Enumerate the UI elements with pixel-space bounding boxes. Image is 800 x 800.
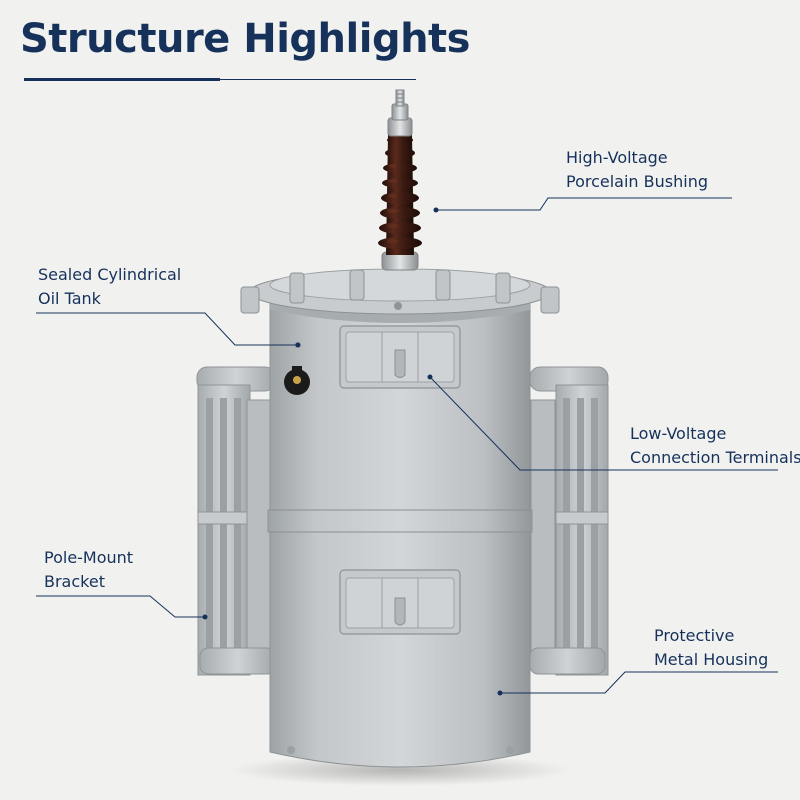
leader-housing (500, 671, 778, 694)
title-underline (24, 78, 416, 81)
left-bracket (196, 366, 276, 676)
callout-line: Sealed Cylindrical (38, 265, 182, 284)
lid (240, 268, 560, 323)
right-bracket (529, 366, 609, 676)
callout-hv-bushing: High-Voltage Porcelain Bushing (566, 146, 708, 194)
callout-lv-terminals: Low-Voltage Connection Terminals (630, 422, 800, 470)
leader-dot-housing (497, 690, 503, 696)
page-title: Structure Highlights (20, 16, 470, 62)
leader-oil-tank (36, 312, 298, 346)
leader-hv-bushing (436, 197, 732, 211)
callout-line: Connection Terminals (630, 448, 800, 467)
hv-bushing (378, 89, 422, 271)
leader-dot-lv-terminals (427, 374, 433, 380)
callout-line: Metal Housing (654, 650, 769, 669)
title-underline-thin (220, 79, 416, 80)
callout-line: Pole-Mount (44, 548, 134, 567)
lower-terminal-box (339, 569, 461, 635)
leader-lv-terminals (429, 376, 778, 471)
callout-line: Porcelain Bushing (566, 172, 708, 191)
callout-bracket: Pole-Mount Bracket (44, 546, 133, 594)
callout-line: Protective (654, 626, 735, 645)
leader-bracket (36, 595, 205, 618)
leader-dot-bracket (202, 614, 208, 620)
callout-line: High-Voltage (566, 148, 668, 167)
leader-dot-oil-tank (295, 342, 301, 348)
floor-shadow (230, 754, 570, 786)
leader-lines (36, 197, 778, 696)
callout-housing: Protective Metal Housing (654, 624, 768, 672)
title-underline-thick (24, 78, 220, 81)
leader-dot-hv-bushing (433, 207, 439, 213)
callout-line: Bracket (44, 572, 105, 591)
lv-terminal-box (339, 325, 461, 389)
callout-line: Oil Tank (38, 289, 101, 308)
callout-oil-tank: Sealed Cylindrical Oil Tank (38, 263, 181, 311)
tank (267, 299, 533, 768)
callout-line: Low-Voltage (630, 424, 727, 443)
